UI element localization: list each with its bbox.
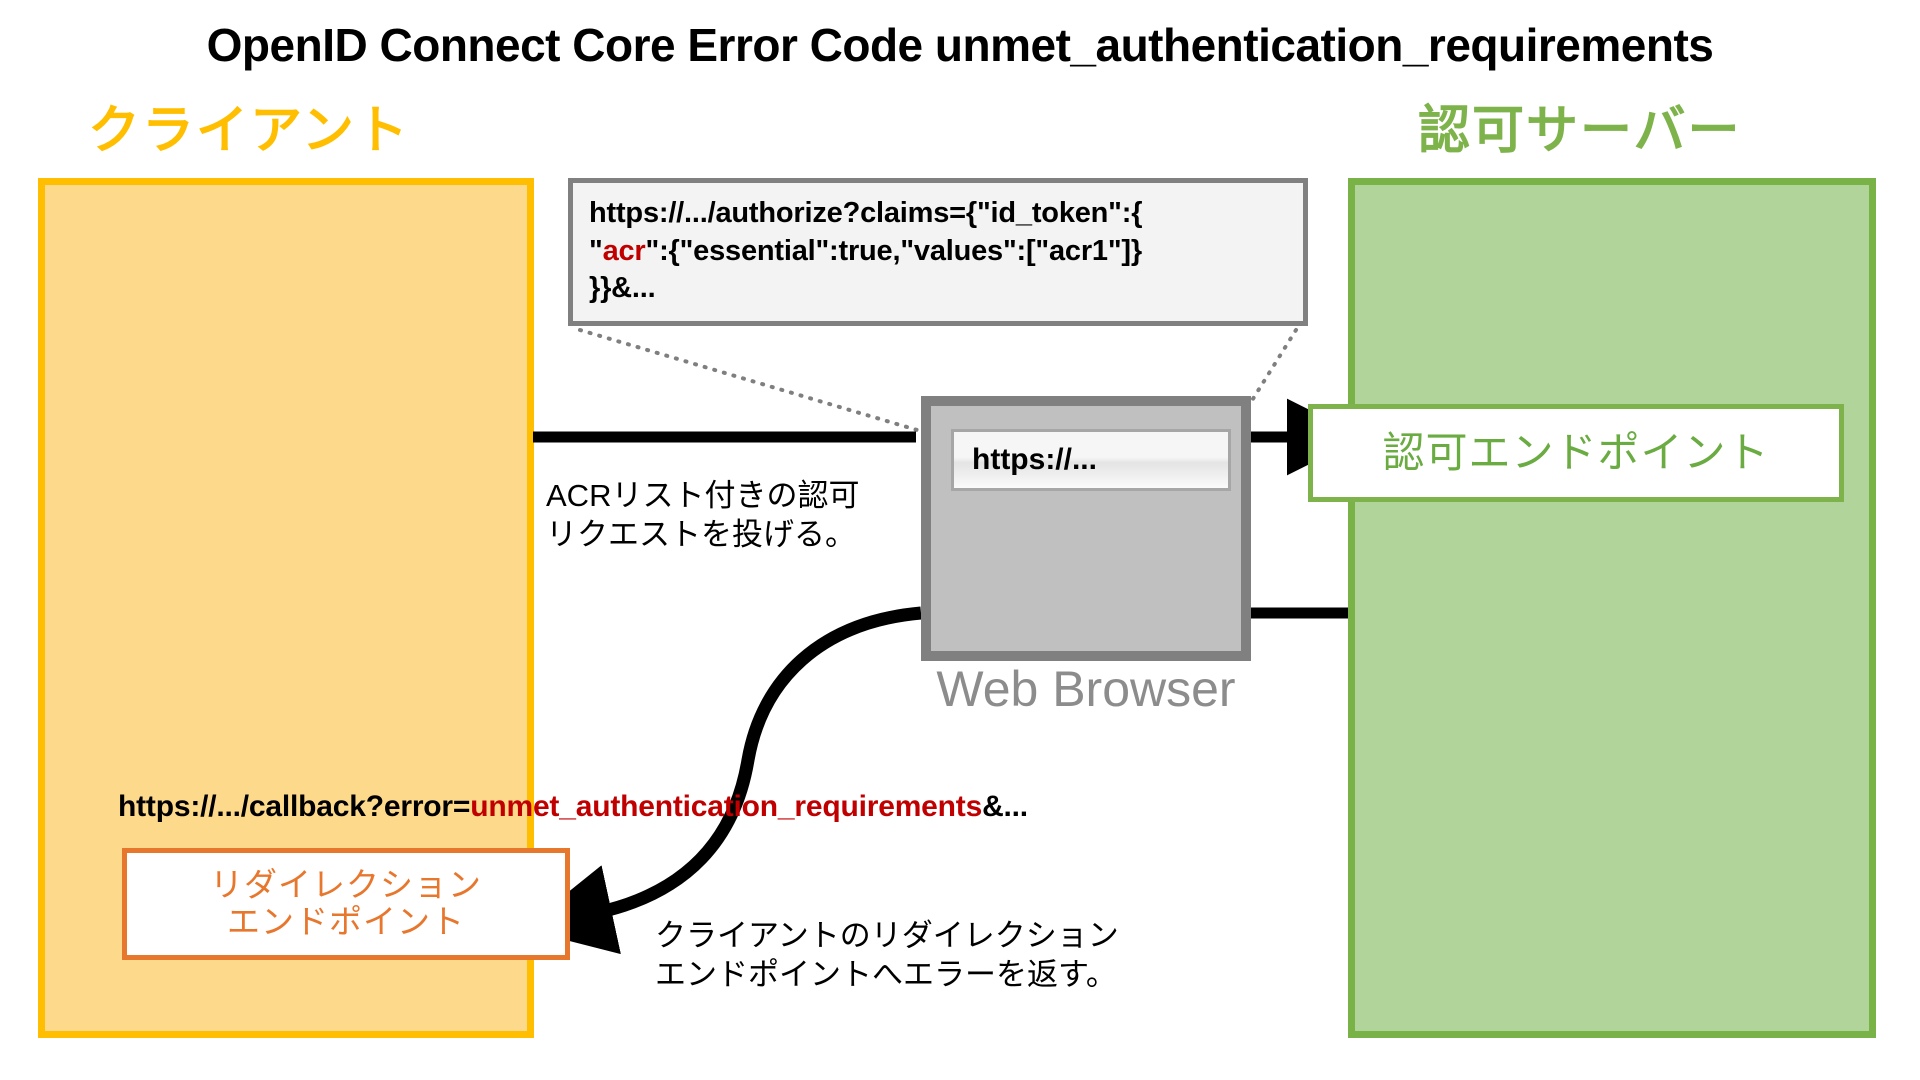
redirection-endpoint-label-line2: エンドポイント (227, 903, 465, 940)
request-url-line-3: }}&... (589, 272, 656, 305)
browser-address-bar[interactable]: https://... (951, 429, 1231, 491)
callback-url-prefix: https://.../callback?error= (118, 790, 471, 823)
web-browser-caption: Web Browser (936, 661, 1236, 717)
authorization-request-url-callout: https://.../authorize?claims={"id_token"… (568, 178, 1308, 326)
error-redirect-note-line1: クライアントのリダイレクション (655, 918, 1119, 953)
error-redirect-arrow (522, 606, 922, 955)
authorization-server-actor-label: 認可サーバー (1418, 102, 1742, 160)
client-actor-label: クライアント (88, 102, 410, 160)
page-title: OpenID Connect Core Error Code unmet_aut… (206, 19, 1714, 71)
request-url-line-2: "acr":{"essential":true,"values":["acr1"… (589, 233, 1289, 271)
error-code-highlight: unmet_authentication_requirements (470, 790, 983, 823)
browser-address-value: https://... (972, 443, 1097, 476)
callback-url-text: https://.../callback?error=unmet_authent… (118, 790, 1028, 824)
acr-claim-highlight: acr (602, 234, 646, 267)
request-url-line-2-suffix: ":{"essential":true,"values":["acr1"]} (645, 234, 1143, 267)
authorization-endpoint-box[interactable]: 認可エンドポイント (1308, 404, 1844, 502)
request-url-line-1: https://.../authorize?claims={"id_token"… (589, 197, 1143, 229)
error-redirect-note: クライアントのリダイレクション エンドポイントへエラーを返す。 (655, 917, 1119, 995)
redirection-endpoint-label-line1: リダイレクション (210, 866, 482, 904)
authorization-endpoint-label: 認可エンドポイント (1382, 429, 1770, 477)
authorization-request-note-line1: ACRリスト付きの認可 (546, 478, 860, 513)
error-redirect-note-line2: エンドポイントへエラーを返す。 (655, 956, 1117, 992)
request-url-line-2-prefix: " (589, 234, 603, 267)
redirection-endpoint-label: リダイレクション エンドポイント (210, 866, 482, 941)
authorization-server-panel (1348, 178, 1876, 1038)
authorization-request-note: ACRリスト付きの認可 リクエストを投げる。 (546, 477, 859, 555)
web-browser-window[interactable]: https://... (921, 396, 1251, 661)
authorization-request-note-line2: リクエストを投げる。 (546, 516, 856, 552)
callback-url-suffix: &... (982, 790, 1028, 823)
redirection-endpoint-box[interactable]: リダイレクション エンドポイント (122, 848, 570, 960)
